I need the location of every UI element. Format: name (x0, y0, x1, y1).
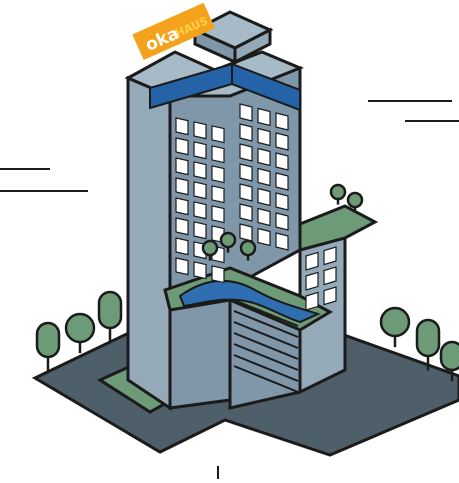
window (257, 147, 271, 167)
window (193, 201, 207, 220)
window (211, 205, 225, 224)
window (323, 266, 337, 286)
window (193, 141, 207, 160)
tree-icon (379, 306, 411, 348)
window (193, 221, 207, 240)
podium-stripe (233, 321, 299, 349)
podium-stripe (233, 354, 299, 382)
window (175, 137, 189, 156)
window (211, 165, 225, 184)
window (257, 107, 271, 127)
window (211, 185, 225, 204)
podium-stripe (233, 332, 299, 360)
tree-icon (64, 312, 96, 354)
window (211, 265, 225, 284)
window (323, 286, 337, 306)
window (275, 172, 289, 191)
window (239, 143, 253, 162)
window (193, 261, 207, 280)
window (257, 187, 271, 207)
window (275, 112, 289, 131)
window (257, 127, 271, 147)
window (275, 212, 289, 231)
tree-icon (239, 239, 257, 261)
window (175, 237, 189, 256)
window (239, 223, 253, 242)
window (193, 121, 207, 140)
window (193, 181, 207, 200)
pool (178, 279, 321, 324)
window-grid (175, 103, 337, 311)
podium-stripe (233, 365, 299, 393)
tree-icon (219, 231, 237, 253)
window (175, 177, 189, 196)
tree-icon (415, 318, 441, 371)
window (305, 271, 319, 291)
podium-stripe (233, 310, 299, 338)
window (257, 227, 271, 247)
window (175, 197, 189, 216)
window (239, 103, 253, 122)
tower-left-face (126, 75, 172, 411)
tree-icon (97, 290, 123, 343)
podium-stripe (233, 299, 299, 327)
tree-icon (346, 191, 364, 213)
window (275, 232, 289, 251)
window (305, 251, 319, 271)
window (275, 152, 289, 171)
roof-top-block-side2 (233, 27, 272, 65)
window (275, 192, 289, 211)
window (257, 167, 271, 187)
sign-board (132, 2, 215, 61)
window (239, 183, 253, 202)
window (257, 207, 271, 227)
window (239, 123, 253, 142)
motion-lines (0, 100, 459, 479)
window (275, 132, 289, 151)
window (175, 257, 189, 276)
tree-group (35, 183, 459, 382)
tree-icon (329, 183, 347, 205)
upper-terrace (298, 204, 379, 252)
tree-icon (35, 321, 61, 371)
podium-stripe (233, 343, 299, 371)
window (323, 246, 337, 266)
window (239, 203, 253, 222)
window (305, 291, 319, 311)
window (175, 217, 189, 236)
tree-icon (201, 239, 219, 261)
window (211, 145, 225, 164)
window (193, 161, 207, 180)
podium-stripes (233, 299, 299, 393)
window (211, 125, 225, 144)
window (175, 157, 189, 176)
window (175, 117, 189, 136)
blue-band-right (231, 62, 301, 112)
tree-icon (439, 340, 459, 382)
window (239, 163, 253, 182)
